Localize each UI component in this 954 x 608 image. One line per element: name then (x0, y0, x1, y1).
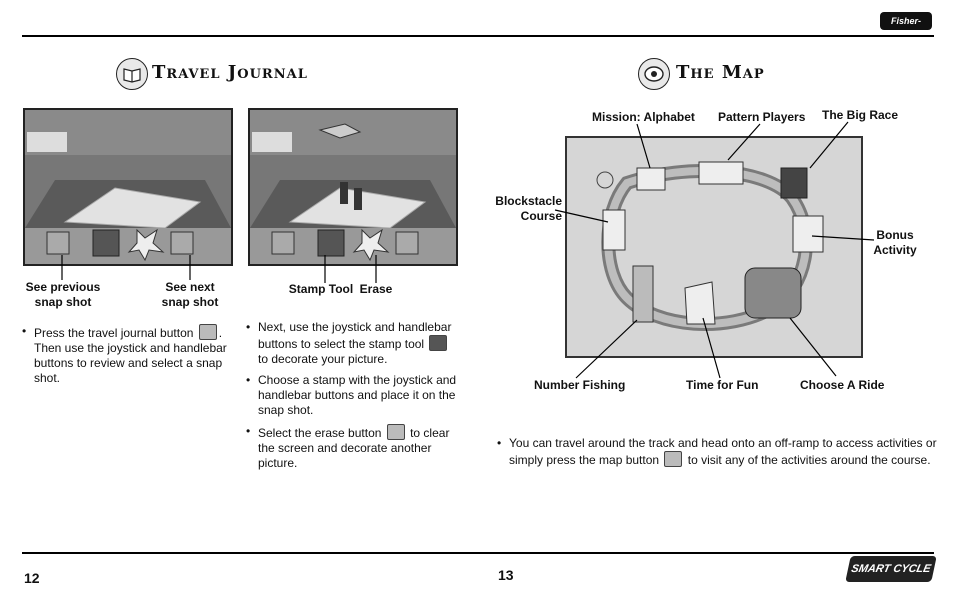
map-icon (664, 451, 683, 467)
list-item: Select the erase button to clear the scr… (246, 424, 461, 471)
list-item: Press the travel journal button . Then u… (22, 324, 227, 386)
map-label-mission-alphabet: Mission: Alphabet (592, 110, 695, 124)
map-label-bonus: Bonus Activity (873, 228, 917, 257)
fisher-price-logo: Fisher-Price (880, 12, 932, 44)
map-label-choose-ride: Choose A Ride (800, 378, 885, 392)
map-instructions: You can travel around the track and head… (497, 436, 937, 474)
map-label-time-for-fun: Time for Fun (686, 378, 759, 392)
map-label-blockstacle: Blockstacle Course (495, 194, 562, 223)
bottom-rule (22, 552, 934, 554)
book-icon (198, 324, 217, 340)
the-map-title: The Map (676, 62, 765, 83)
erase-label: Erase (359, 282, 393, 296)
stamp-instructions: Next, use the joystick and handlebar but… (246, 320, 461, 477)
course-map (565, 136, 863, 358)
list-item: Choose a stamp with the joystick and han… (246, 373, 461, 418)
see-next-label: See next snap shot (161, 280, 219, 309)
stamp-icon (429, 335, 448, 351)
top-rule (22, 35, 934, 37)
map-label-pattern-players: Pattern Players (718, 110, 806, 124)
map-icon (638, 58, 670, 90)
snapshot-screen-1 (23, 108, 233, 266)
smart-cycle-racer-logo: SMART CYCLE Racer (845, 556, 937, 601)
see-previous-label: See previous snap shot (25, 280, 101, 309)
map-label-number-fishing: Number Fishing (534, 378, 626, 392)
stamp-tool-label: Stamp Tool (288, 282, 354, 296)
list-item: You can travel around the track and head… (497, 436, 937, 468)
snapshot-screen-2 (248, 108, 458, 266)
page-number-left: 12 (24, 570, 40, 586)
book-icon (116, 58, 148, 90)
travel-journal-instructions: Press the travel journal button . Then u… (22, 324, 227, 392)
map-label-big-race: The Big Race (822, 108, 899, 122)
list-item: Next, use the joystick and handlebar but… (246, 320, 461, 367)
page-number-right: 13 (498, 567, 514, 583)
erase-icon (386, 424, 405, 440)
travel-journal-title: Travel Journal (152, 62, 308, 83)
